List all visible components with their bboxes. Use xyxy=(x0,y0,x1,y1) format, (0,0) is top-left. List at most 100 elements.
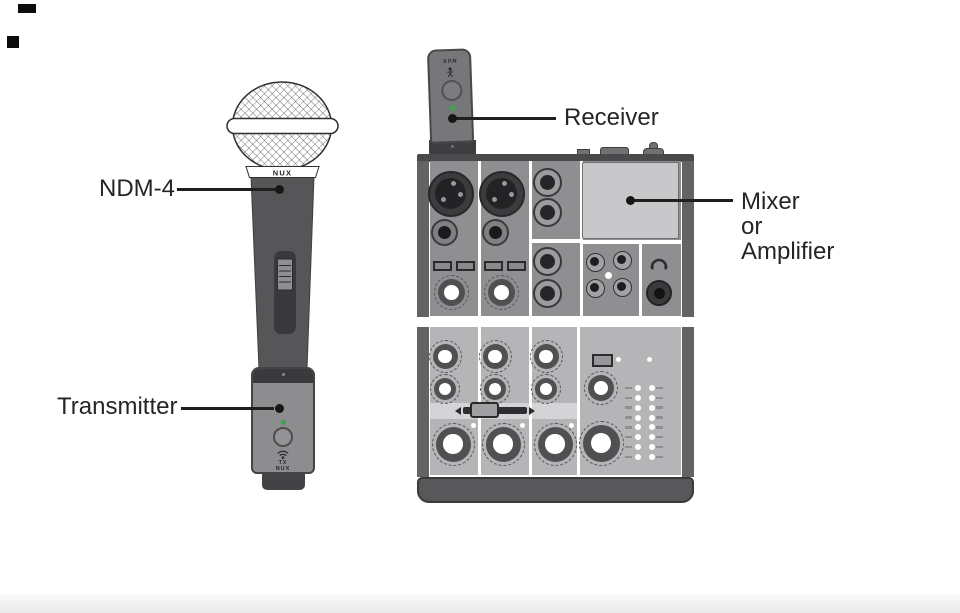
level-knob xyxy=(431,422,475,466)
gain-knob xyxy=(484,275,519,310)
leader-dot-transmitter xyxy=(275,404,284,413)
channel-knob xyxy=(529,340,563,373)
output-jack xyxy=(532,197,562,227)
rca-jack xyxy=(612,277,632,297)
pad-switch xyxy=(433,261,452,271)
led-meter-row xyxy=(625,394,671,401)
receiver-brand: NUX xyxy=(441,56,457,64)
channel-led xyxy=(520,423,525,428)
mixer-right-wall xyxy=(682,327,694,477)
label-receiver: Receiver xyxy=(564,104,659,131)
headphone-jack xyxy=(646,280,672,306)
output-jack xyxy=(532,167,562,197)
led-meter-row xyxy=(625,453,671,460)
panel-divider xyxy=(580,161,583,316)
transmitter-tx-label: TX xyxy=(278,460,288,466)
panel-divider xyxy=(478,327,481,475)
led-meter xyxy=(625,385,671,460)
channel-knob xyxy=(480,374,510,404)
mixer-rear-panel xyxy=(428,161,681,316)
panel-divider xyxy=(478,161,481,316)
mixer-base xyxy=(417,477,694,503)
output-jack xyxy=(532,278,562,308)
channel-led xyxy=(471,423,476,428)
led-meter-row xyxy=(625,404,671,411)
corner-mark xyxy=(7,36,19,48)
corner-mark xyxy=(18,4,36,13)
rca-jack xyxy=(585,278,605,298)
mixer-top-edge xyxy=(417,154,694,162)
xlr-connector-1 xyxy=(428,171,474,217)
bottom-bar xyxy=(0,594,960,613)
master-led xyxy=(616,357,621,362)
led-meter-row xyxy=(625,385,671,391)
microphone-illustration: NUX xyxy=(226,81,339,370)
label-transmitter: Transmitter xyxy=(57,393,178,420)
transmitter-led xyxy=(280,420,286,425)
channel-knob xyxy=(478,340,512,373)
fader-arrow-right-icon xyxy=(529,407,535,415)
rca-center-dot xyxy=(604,271,612,279)
channel-led xyxy=(569,423,574,428)
leader-line-mixer xyxy=(634,198,733,202)
power-switch xyxy=(592,354,613,367)
mixer-left-wall xyxy=(417,161,429,317)
label-mic-model: NDM-4 xyxy=(99,175,175,202)
mic-grille-band xyxy=(226,117,339,135)
figure-icon xyxy=(446,67,454,78)
channel-knob xyxy=(531,374,561,404)
panel-divider xyxy=(529,327,532,475)
panel-divider xyxy=(577,327,580,475)
transmitter-plug xyxy=(262,473,305,490)
pad-switch xyxy=(456,261,475,271)
leader-dot-ndm4 xyxy=(275,185,284,194)
channel-knob xyxy=(430,374,460,404)
rca-jack xyxy=(612,250,632,270)
label-mixer-line1: Mixer xyxy=(741,188,800,215)
fader-arrow-left-icon xyxy=(455,407,461,415)
leader-line-receiver xyxy=(456,116,556,120)
receiver-plug-dot xyxy=(451,145,454,148)
power-button xyxy=(273,427,293,447)
led-meter-row xyxy=(625,424,671,431)
rca-jack xyxy=(585,252,605,272)
leader-line-transmitter xyxy=(181,407,274,410)
mixer-control-panel xyxy=(428,327,681,475)
output-jack xyxy=(532,246,562,276)
mic-collar xyxy=(245,166,320,178)
transmitter-top-band xyxy=(253,369,313,383)
receiver-plug xyxy=(429,140,476,157)
led-meter-row xyxy=(625,434,671,441)
power-button xyxy=(440,79,463,102)
level-knob xyxy=(533,422,577,466)
panel-divider xyxy=(531,239,580,243)
main-mix-knob xyxy=(578,420,624,466)
transmitter-top-dot xyxy=(281,373,285,376)
master-knob xyxy=(584,371,618,405)
fader-handle xyxy=(470,402,499,418)
transmitter-brand: NUX xyxy=(275,466,291,472)
panel-divider xyxy=(639,243,642,316)
label-mixer-line2: or xyxy=(741,213,763,240)
mic-switch-slider xyxy=(277,258,293,291)
leader-dot-receiver xyxy=(448,113,457,123)
channel-knob xyxy=(428,340,462,373)
receiver-led xyxy=(449,104,456,112)
headphones-icon xyxy=(650,258,668,270)
line-jack xyxy=(431,219,458,246)
wifi-icon xyxy=(277,450,289,459)
leader-dot-mixer xyxy=(625,195,635,205)
mic-collar-brand: NUX xyxy=(273,168,292,177)
mixer-left-wall xyxy=(417,327,429,477)
label-mixer-amplifier: Mixer or Amplifier xyxy=(741,189,834,264)
level-knob xyxy=(481,422,525,466)
led-meter-row xyxy=(625,414,671,421)
leader-line-ndm4 xyxy=(177,188,275,191)
receiver-device: NUX xyxy=(426,48,475,144)
panel-divider xyxy=(529,161,532,316)
transmitter-device: TX NUX xyxy=(251,367,315,474)
label-mixer-line3: Amplifier xyxy=(741,238,835,265)
pad-switch xyxy=(507,261,526,271)
line-jack xyxy=(482,219,509,246)
